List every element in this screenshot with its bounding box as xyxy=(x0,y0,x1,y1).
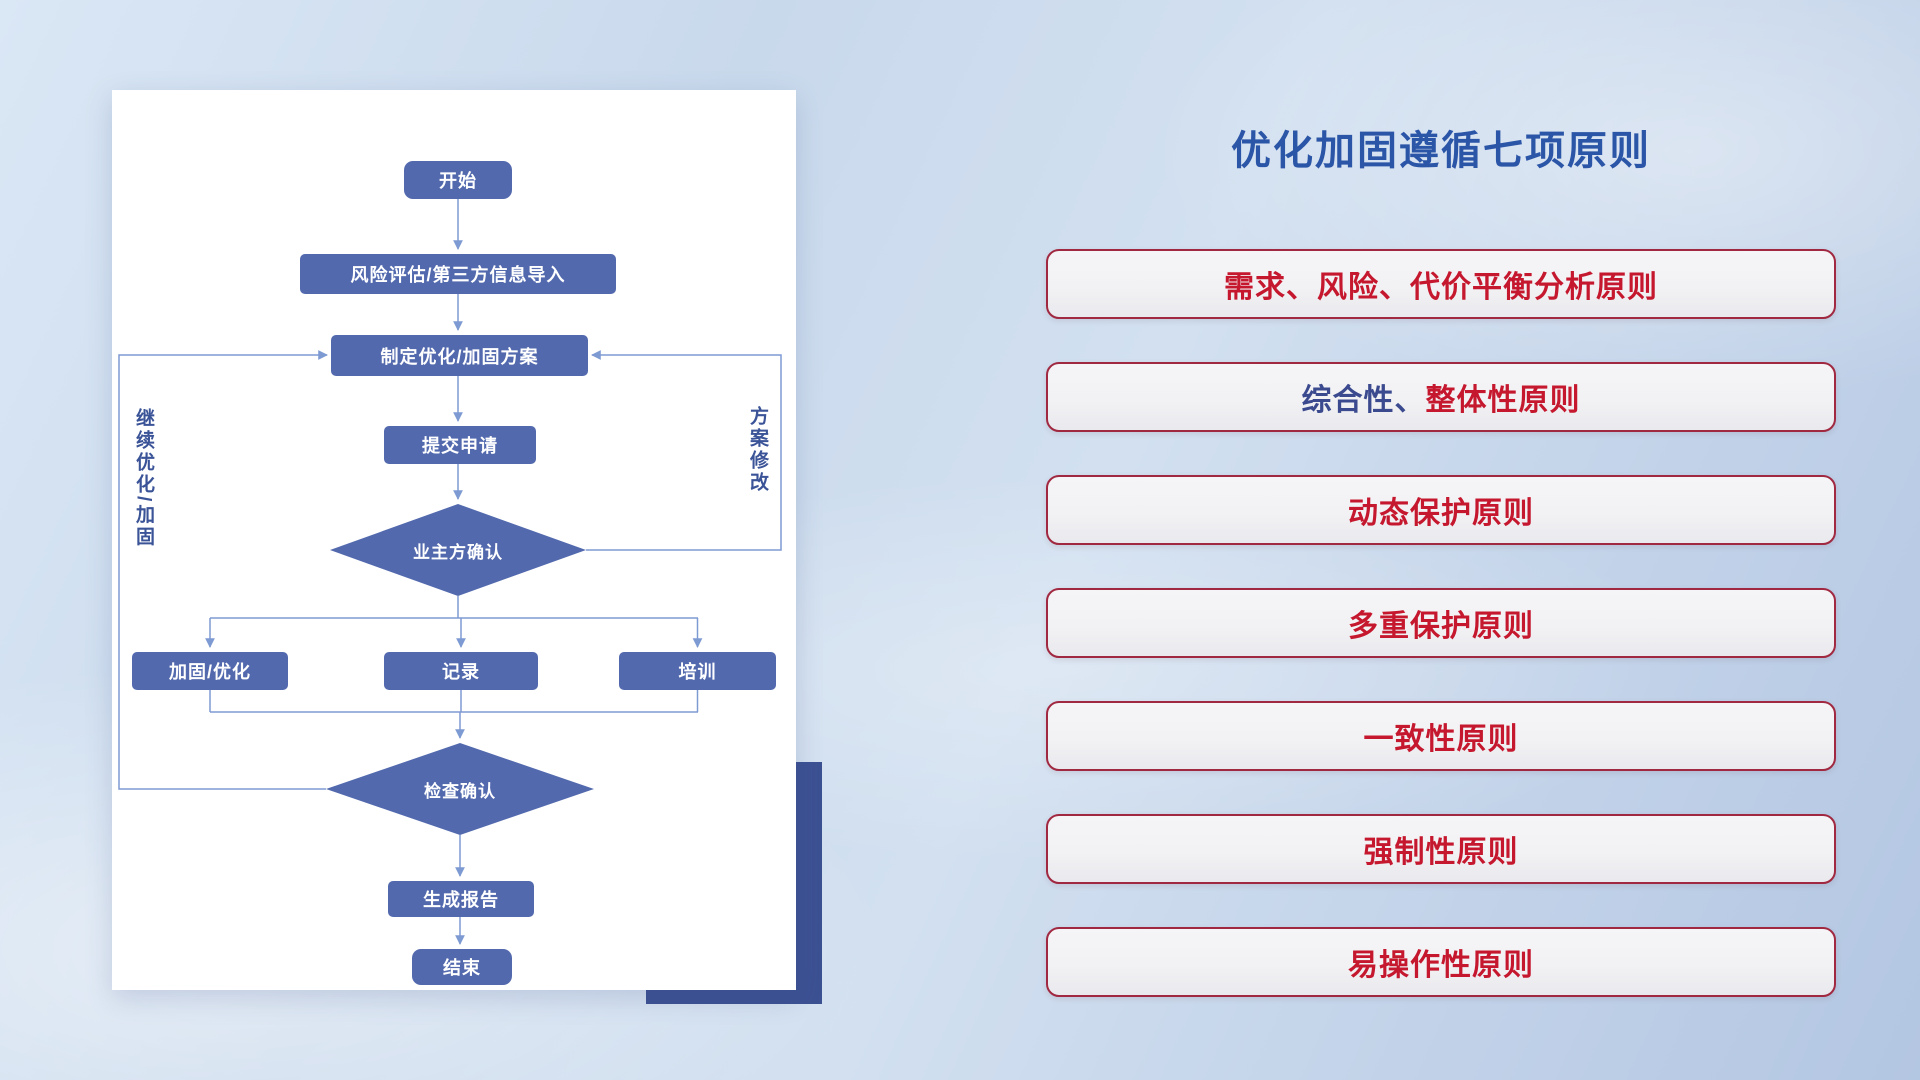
flow-node-generate-report: 生成报告 xyxy=(388,881,534,917)
principle-text: 易操作性原则 xyxy=(1348,949,1534,982)
principle-pill: 综合性、整体性原则 xyxy=(1046,362,1836,432)
flow-node-risk-import: 风险评估/第三方信息导入 xyxy=(300,254,616,294)
principle-pill: 强制性原则 xyxy=(1046,814,1836,884)
principle-text: 一致性原则 xyxy=(1363,723,1519,756)
flow-node-end: 结束 xyxy=(412,949,512,985)
principle-text: 整体性原则 xyxy=(1425,384,1581,417)
principle-pill: 动态保护原则 xyxy=(1046,475,1836,545)
flow-node-submit-request: 提交申请 xyxy=(384,426,536,464)
flow-node-record: 记录 xyxy=(384,652,538,690)
principle-text: 强制性原则 xyxy=(1363,836,1519,869)
flow-node-start: 开始 xyxy=(404,161,512,199)
principle-pill: 一致性原则 xyxy=(1046,701,1836,771)
principle-pill: 易操作性原则 xyxy=(1046,927,1836,997)
principle-text: 多重保护原则 xyxy=(1348,610,1534,643)
principle-text: 动态保护原则 xyxy=(1348,497,1534,530)
page-title: 优化加固遵循七项原则 xyxy=(1231,129,1651,173)
flowchart-connectors xyxy=(118,199,782,945)
principle-pill: 多重保护原则 xyxy=(1046,588,1836,658)
principles-list: 需求、风险、代价平衡分析原则综合性、整体性原则动态保护原则多重保护原则一致性原则… xyxy=(1046,249,1836,997)
principle-text: 综合性、 xyxy=(1301,384,1426,417)
flowchart-card: 开始 风险评估/第三方信息导入 制定优化/加固方案 提交申请 业主方确认 加固/… xyxy=(112,90,796,990)
loop-label-continue-optimize: 继续优化/加固 xyxy=(133,408,154,549)
flow-node-make-plan: 制定优化/加固方案 xyxy=(331,335,588,376)
principle-text: 需求、风险、代价平衡分析原则 xyxy=(1224,271,1658,304)
principle-pill: 需求、风险、代价平衡分析原则 xyxy=(1046,249,1836,319)
loop-label-plan-revision: 方案修改 xyxy=(747,406,768,494)
flow-node-harden-optimize: 加固/优化 xyxy=(132,652,288,690)
flow-node-training: 培训 xyxy=(619,652,776,690)
